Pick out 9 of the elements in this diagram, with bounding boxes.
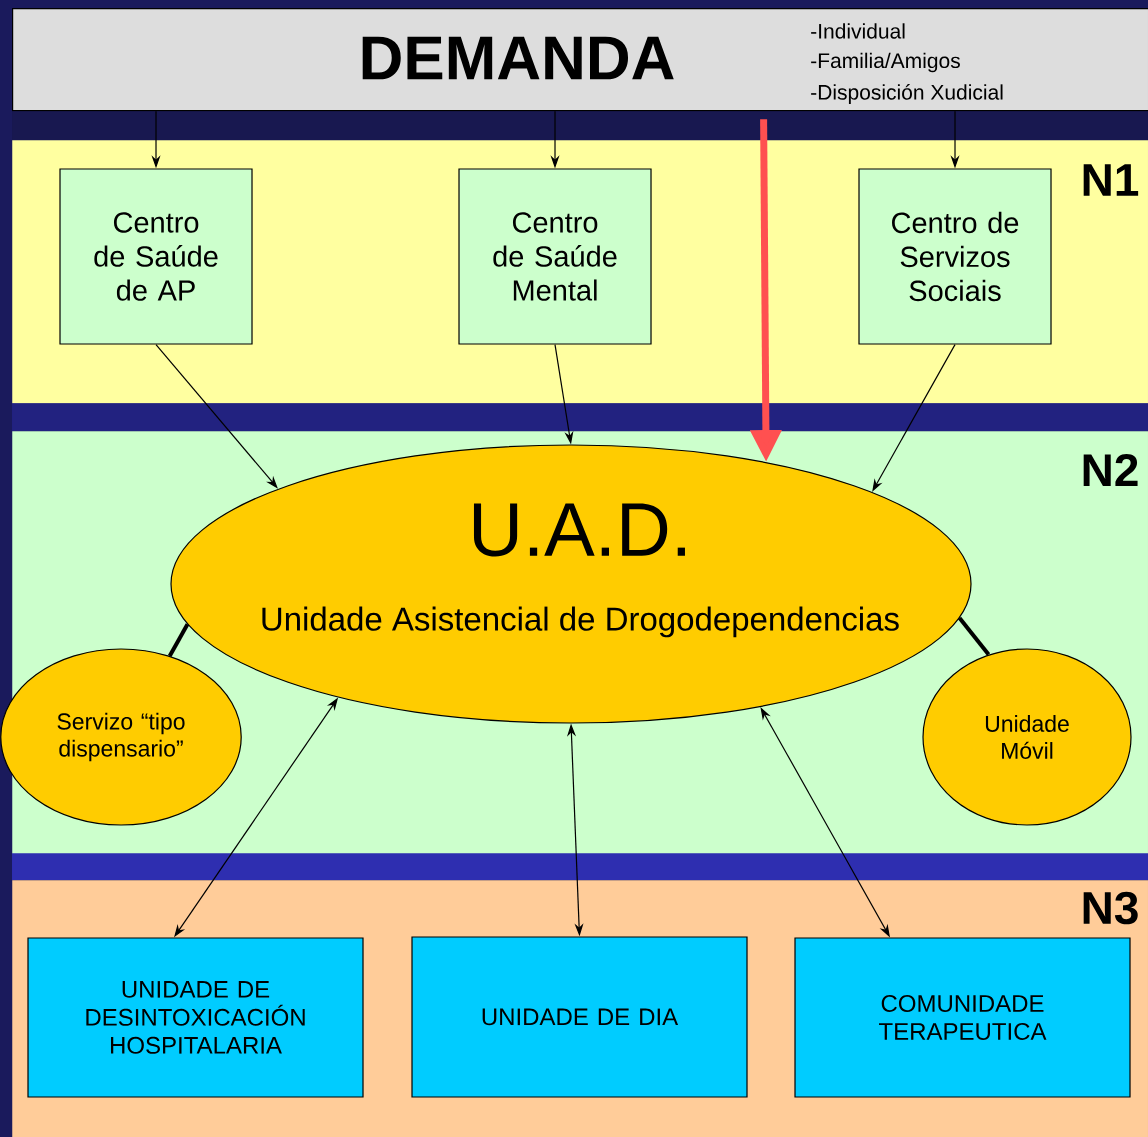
header-box: DEMANDA -Individual -Familia/Amigos -Disposición Xudicial bbox=[12, 8, 1148, 112]
service-box: Centro de Saúde de AP bbox=[59, 168, 253, 345]
connector-line bbox=[957, 616, 991, 656]
unit-box: UNIDADE DE DESINTOXICACIÓN HOSPITALARIA bbox=[27, 937, 364, 1098]
service-box: Centro de Saúde Mental bbox=[458, 168, 652, 345]
unit-box: UNIDADE DE DIA bbox=[411, 936, 748, 1098]
service-box: Centro de Servizos Sociais bbox=[858, 168, 1052, 345]
unit-box: COMUNIDADE TERAPEUTICA bbox=[794, 937, 1131, 1098]
connector-line bbox=[167, 623, 190, 657]
